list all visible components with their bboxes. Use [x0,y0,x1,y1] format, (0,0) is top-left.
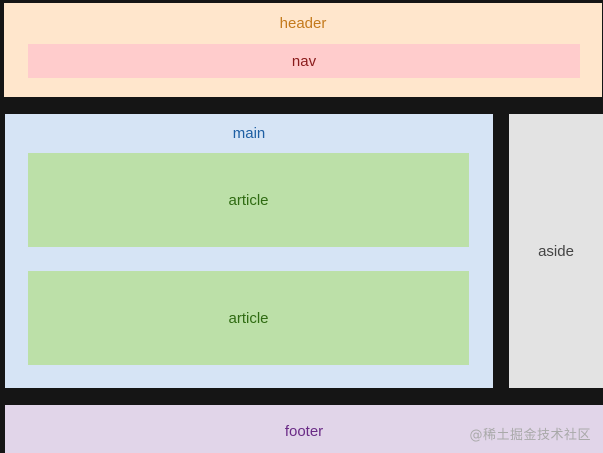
nav-block: nav [28,44,580,78]
article-label-2: article [228,309,269,327]
watermark-text: @稀土掘金技术社区 [469,428,591,443]
nav-label: nav [291,52,317,70]
aside-label: aside [538,242,574,260]
aside-block: aside [509,114,603,388]
article-block-2: article [28,271,469,365]
footer-label: footer [284,422,324,440]
main-label: main [232,125,266,142]
footer-block: footer [5,405,603,453]
header-label: header [279,15,327,32]
article-block-1: article [28,153,469,247]
article-label-1: article [228,191,269,209]
